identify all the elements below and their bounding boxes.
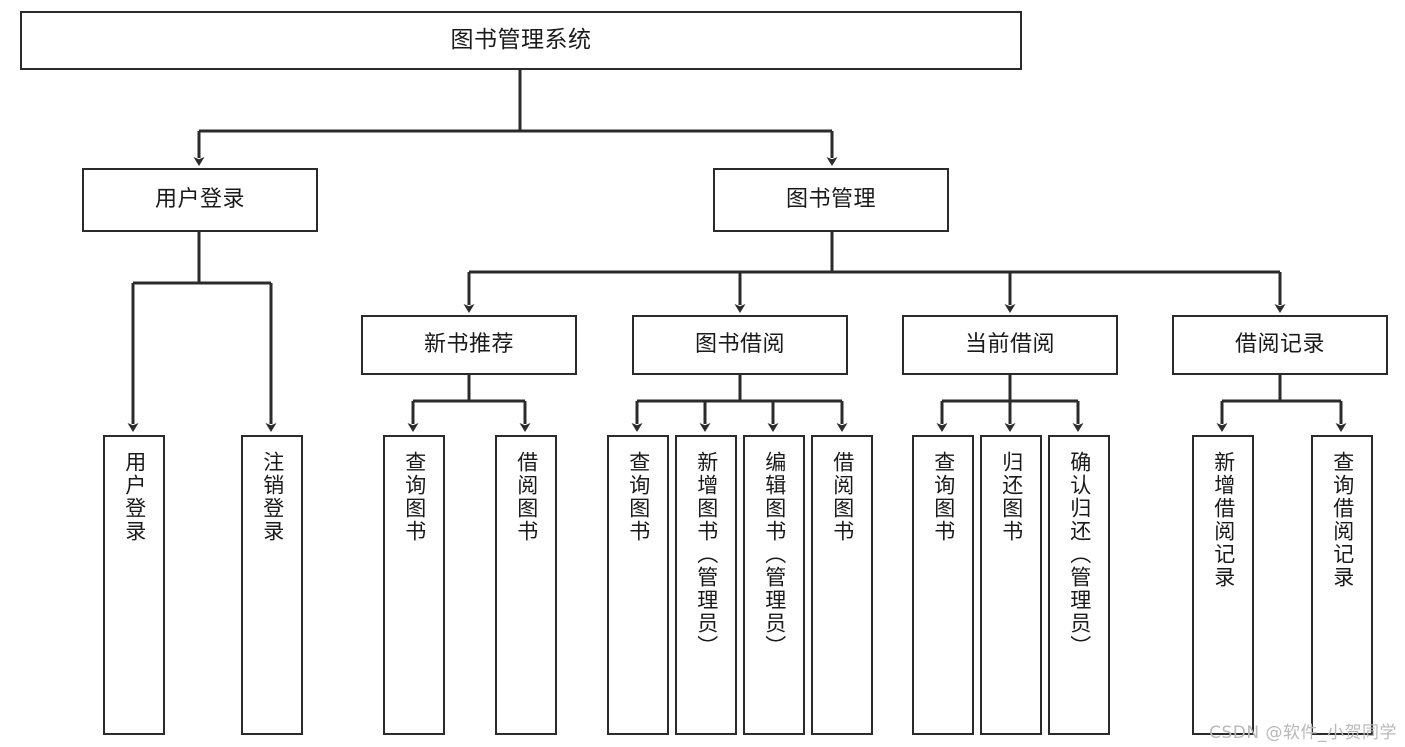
leaf-return-book-label: 归还图书 xyxy=(999,451,1024,543)
leaf-query-book-current-label: 查询图书 xyxy=(931,451,956,543)
leaf-query-book-current[interactable]: 查询图书 xyxy=(912,435,974,735)
node-borrow-records-label: 借阅记录 xyxy=(1234,332,1325,358)
node-user-login[interactable]: 用户登录 xyxy=(82,168,318,232)
leaf-logout[interactable]: 注销登录 xyxy=(241,435,303,735)
csdn-watermark: CSDN @软件_小贺同学 xyxy=(1209,723,1397,743)
leaf-query-book-borrow-label: 查询图书 xyxy=(626,451,651,543)
node-root[interactable]: 图书管理系统 xyxy=(20,11,1022,70)
leaf-logout-label: 注销登录 xyxy=(260,451,285,543)
leaf-query-borrow-record-label: 查询借阅记录 xyxy=(1330,451,1355,589)
leaf-user-login[interactable]: 用户登录 xyxy=(103,435,165,735)
node-book-borrow-label: 图书借阅 xyxy=(694,332,785,358)
node-book-borrow[interactable]: 图书借阅 xyxy=(632,315,848,375)
node-current-borrow[interactable]: 当前借阅 xyxy=(902,315,1118,375)
node-borrow-records[interactable]: 借阅记录 xyxy=(1172,315,1388,375)
leaf-query-borrow-record[interactable]: 查询借阅记录 xyxy=(1311,435,1373,735)
leaf-query-book-borrow[interactable]: 查询图书 xyxy=(607,435,669,735)
node-current-borrow-label: 当前借阅 xyxy=(964,332,1055,358)
leaf-query-book-recommend[interactable]: 查询图书 xyxy=(383,435,445,735)
leaf-add-book-admin[interactable]: 新增图书（管理员） xyxy=(675,435,737,735)
node-root-label: 图书管理系统 xyxy=(450,27,592,54)
node-new-book-recommend[interactable]: 新书推荐 xyxy=(361,315,577,375)
leaf-borrow-book[interactable]: 借阅图书 xyxy=(811,435,873,735)
node-book-management-label: 图书管理 xyxy=(785,187,876,213)
leaf-confirm-return-admin[interactable]: 确认归还（管理员） xyxy=(1048,435,1110,735)
leaf-query-book-recommend-label: 查询图书 xyxy=(402,451,427,543)
leaf-borrow-book-recommend-label: 借阅图书 xyxy=(514,451,539,543)
node-new-book-recommend-label: 新书推荐 xyxy=(423,332,514,358)
leaf-add-borrow-record[interactable]: 新增借阅记录 xyxy=(1192,435,1254,735)
leaf-add-borrow-record-label: 新增借阅记录 xyxy=(1211,451,1236,589)
leaf-add-book-admin-label: 新增图书（管理员） xyxy=(694,451,719,658)
leaf-borrow-book-label: 借阅图书 xyxy=(830,451,855,543)
node-book-management[interactable]: 图书管理 xyxy=(713,168,949,232)
leaf-edit-book-admin-label: 编辑图书（管理员） xyxy=(762,451,787,658)
leaf-return-book[interactable]: 归还图书 xyxy=(980,435,1042,735)
leaf-user-login-label: 用户登录 xyxy=(122,451,147,543)
leaf-edit-book-admin[interactable]: 编辑图书（管理员） xyxy=(743,435,805,735)
node-user-login-label: 用户登录 xyxy=(154,187,245,213)
leaf-confirm-return-admin-label: 确认归还（管理员） xyxy=(1067,451,1092,658)
leaf-borrow-book-recommend[interactable]: 借阅图书 xyxy=(495,435,557,735)
